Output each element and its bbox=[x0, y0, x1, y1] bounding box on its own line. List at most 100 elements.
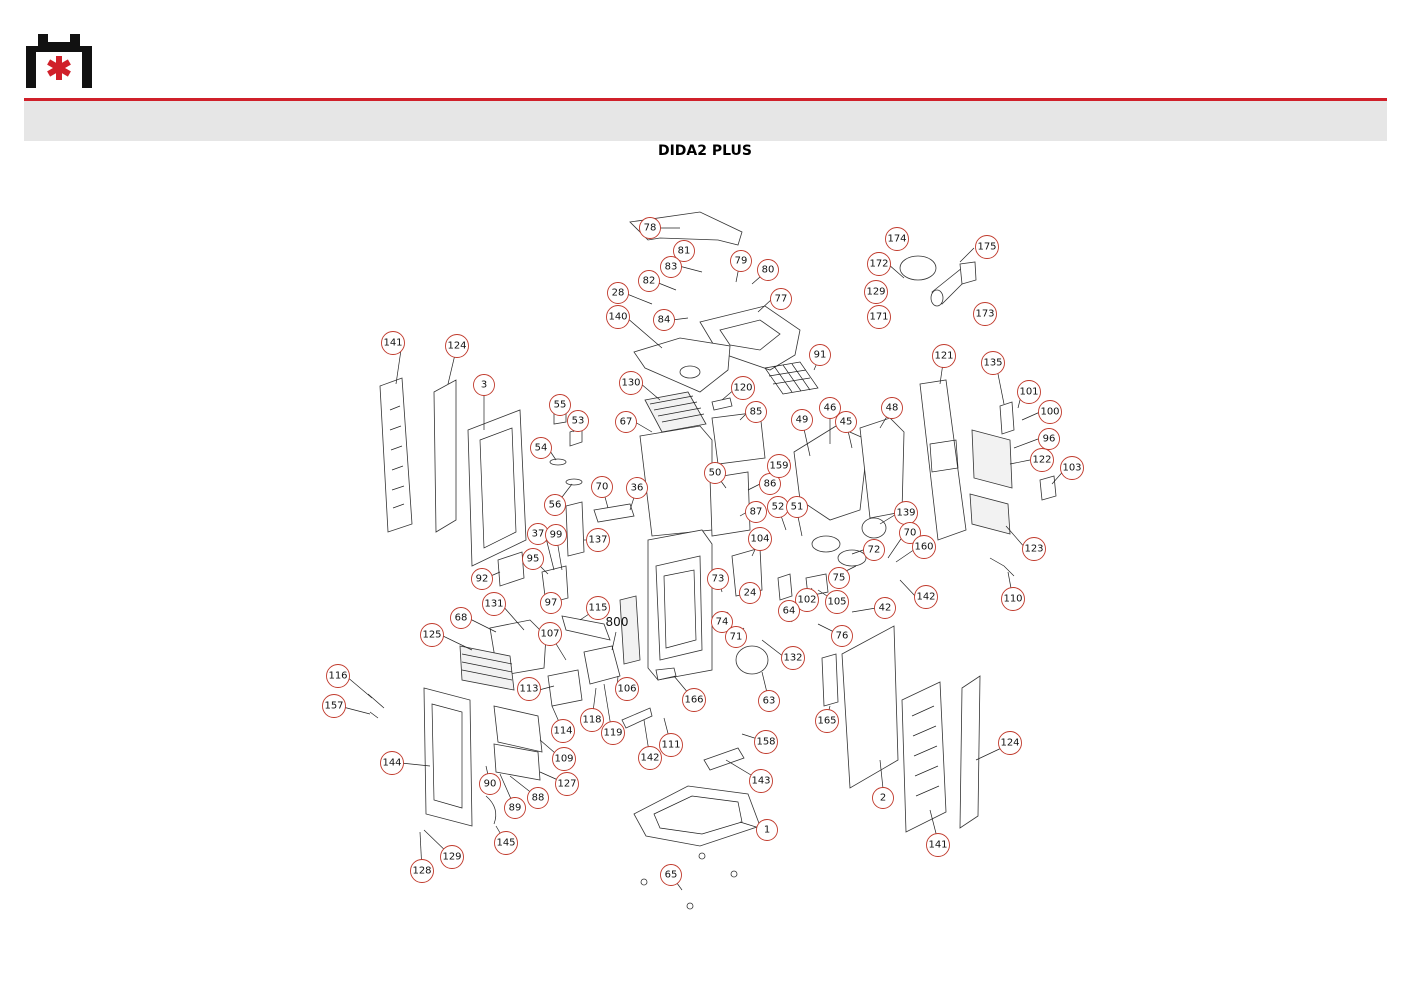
callout-number: 87 bbox=[750, 507, 763, 518]
callout-circle bbox=[530, 437, 552, 459]
callout-circle bbox=[899, 522, 921, 544]
callout-number: 95 bbox=[527, 554, 540, 565]
callout: 76 bbox=[831, 625, 853, 647]
callout-number: 99 bbox=[550, 530, 563, 541]
callout-number: 121 bbox=[934, 351, 953, 362]
callout: 81 bbox=[673, 240, 695, 262]
callout-number: 109 bbox=[554, 754, 573, 765]
callout-circle bbox=[1030, 448, 1054, 472]
callout: 128 bbox=[410, 859, 434, 883]
callout-number: 84 bbox=[658, 315, 671, 326]
callout-circle bbox=[322, 694, 346, 718]
callout-number: 142 bbox=[916, 592, 935, 603]
callout-number: 145 bbox=[496, 838, 515, 849]
callout-number: 123 bbox=[1024, 544, 1043, 555]
callout: 159 bbox=[767, 454, 791, 478]
callout-number: 104 bbox=[750, 534, 769, 545]
callout-circle bbox=[1038, 400, 1062, 424]
callout: 70 bbox=[899, 522, 921, 544]
callout-number: 141 bbox=[928, 840, 947, 851]
callout-circle bbox=[555, 772, 579, 796]
callout-circle bbox=[786, 496, 808, 518]
callout: 65 bbox=[660, 864, 682, 886]
callout-circle bbox=[639, 217, 661, 239]
callout-number: 37 bbox=[532, 529, 545, 540]
callout-number: 73 bbox=[712, 574, 725, 585]
callout-number: 129 bbox=[442, 852, 461, 863]
callout-circle bbox=[545, 524, 567, 546]
callout-circle bbox=[809, 344, 831, 366]
callout-number: 106 bbox=[617, 684, 636, 695]
callout: 95 bbox=[522, 548, 544, 570]
callout-circle bbox=[591, 476, 613, 498]
callout-number: 51 bbox=[791, 502, 804, 513]
callout-circle bbox=[711, 611, 733, 633]
callout: 160 bbox=[912, 535, 936, 559]
callout-circle bbox=[975, 235, 999, 259]
callout-number: 139 bbox=[896, 508, 915, 519]
callout-number: 165 bbox=[817, 716, 836, 727]
callout-circle bbox=[707, 568, 729, 590]
callout: 123 bbox=[1022, 537, 1046, 561]
callout: 84 bbox=[653, 309, 675, 331]
callout-circle bbox=[867, 305, 891, 329]
callout-number: 70 bbox=[904, 528, 917, 539]
callout-circle bbox=[479, 773, 501, 795]
callout: 56 bbox=[544, 494, 566, 516]
callout-circle bbox=[1017, 380, 1041, 404]
callout-circle bbox=[567, 410, 589, 432]
callout-circle bbox=[819, 397, 841, 419]
callout-number: 81 bbox=[678, 246, 691, 257]
callout-circle bbox=[626, 477, 648, 499]
callout: 137 bbox=[586, 528, 610, 552]
callout: 120 bbox=[731, 376, 755, 400]
callout-circle bbox=[471, 568, 493, 590]
callout: 116 bbox=[326, 664, 350, 688]
callout-circle bbox=[828, 567, 850, 589]
callout: 36 bbox=[626, 477, 648, 499]
callout-number: 120 bbox=[733, 383, 752, 394]
callout-circle bbox=[615, 677, 639, 701]
callout: 127 bbox=[555, 772, 579, 796]
callout: 24 bbox=[739, 582, 761, 604]
callout-number: 111 bbox=[661, 740, 680, 751]
callout-circle bbox=[615, 411, 637, 433]
callout: 129 bbox=[864, 280, 888, 304]
callout-number: 24 bbox=[744, 588, 757, 599]
callout: 75 bbox=[828, 567, 850, 589]
callout-number: 114 bbox=[553, 726, 572, 737]
callout-number: 129 bbox=[866, 287, 885, 298]
callout: 49 bbox=[791, 409, 813, 431]
callout-circle bbox=[482, 592, 506, 616]
callout-number: 65 bbox=[665, 870, 678, 881]
callout: 72 bbox=[863, 539, 885, 561]
callout-number: 78 bbox=[644, 223, 657, 234]
callout-number: 46 bbox=[824, 403, 837, 414]
callout-circle bbox=[754, 730, 778, 754]
callout: 103 bbox=[1060, 456, 1084, 480]
callout: 1 bbox=[756, 819, 778, 841]
callout-circle bbox=[973, 302, 997, 326]
callout-circle bbox=[815, 709, 839, 733]
callout-number: 132 bbox=[783, 653, 802, 664]
callout-number: 80 bbox=[762, 265, 775, 276]
callout: 68 bbox=[450, 607, 472, 629]
callout: 121 bbox=[932, 344, 956, 368]
callout-number: 42 bbox=[879, 603, 892, 614]
header-accent-line bbox=[24, 98, 1387, 101]
callout: 131 bbox=[482, 592, 506, 616]
brand-logo-icon bbox=[26, 34, 92, 88]
callout-number: 96 bbox=[1043, 434, 1056, 445]
callout-circle bbox=[540, 592, 562, 614]
callout: 51 bbox=[786, 496, 808, 518]
callout-number: 68 bbox=[455, 613, 468, 624]
callout: 171 bbox=[867, 305, 891, 329]
callout-circle bbox=[756, 819, 778, 841]
callout: 139 bbox=[894, 501, 918, 525]
callout-number: 28 bbox=[612, 288, 625, 299]
callout-number: 92 bbox=[476, 574, 489, 585]
callout-number: 55 bbox=[554, 400, 567, 411]
callout: 175 bbox=[975, 235, 999, 259]
callout-number: 107 bbox=[540, 629, 559, 640]
callout-number: 53 bbox=[572, 416, 585, 427]
